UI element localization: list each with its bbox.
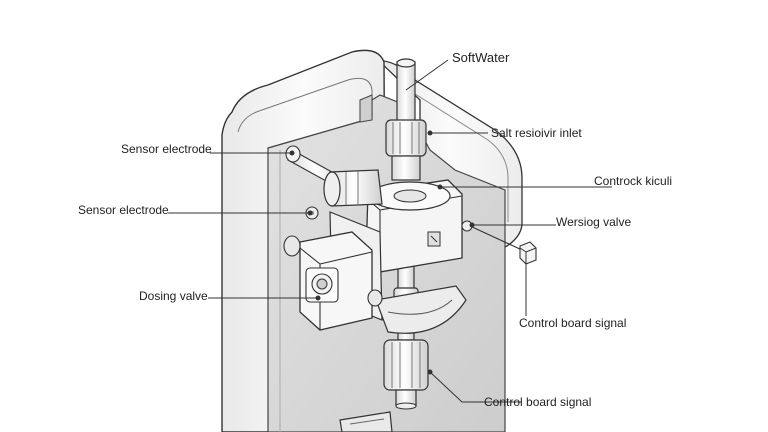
side-valve: [461, 220, 537, 265]
label-control-board-signal-1: Control board signal: [519, 316, 627, 330]
bottom-slot: [339, 411, 393, 432]
leader-control-board-2: [429, 371, 522, 403]
sensor-rod: [285, 145, 383, 207]
label-salt-inlet: Salt resioivir inlet: [491, 126, 582, 140]
label-sensor-electrode-1: Sensor electrode: [121, 142, 212, 156]
leader-lines: [168, 59, 612, 403]
label-softwater: SoftWater: [452, 50, 510, 65]
label-wersiog-valve: Wersiog valve: [556, 215, 632, 229]
label-control-board-signal-2: Control board signal: [484, 395, 592, 409]
dosing-valve-block: [283, 231, 383, 331]
valve-body: [365, 179, 463, 273]
label-sensor-electrode-2: Sensor electrode: [78, 203, 169, 217]
leader-softwater: [405, 59, 449, 91]
label-dosing-valve: Dosing valve: [139, 289, 208, 303]
label-control-kiculi: Controck kiculi: [594, 174, 673, 188]
